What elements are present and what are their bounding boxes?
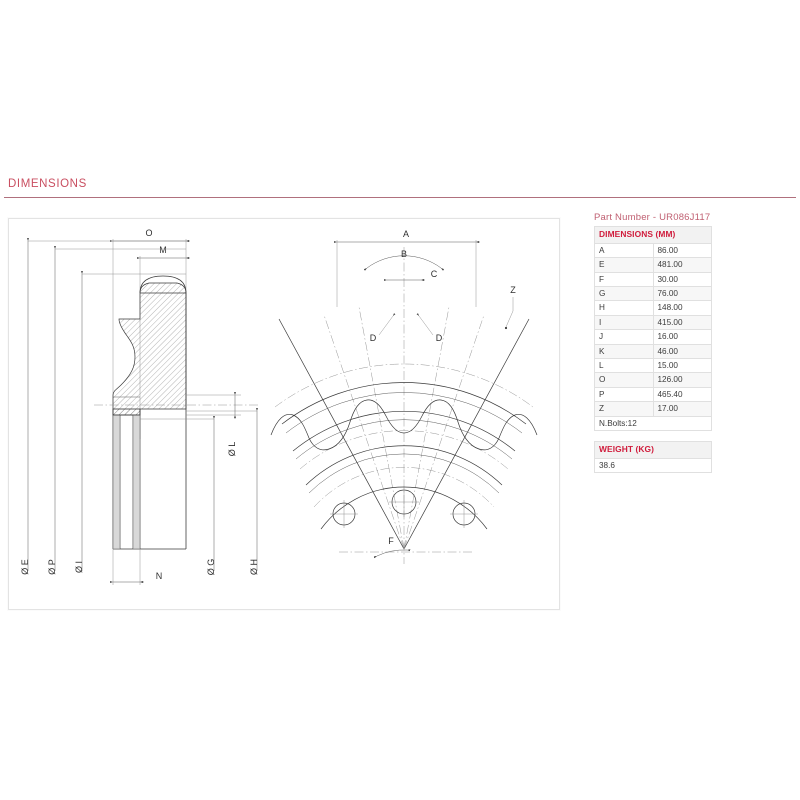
dim-value: 46.00 [652, 343, 712, 360]
dim-dia-h: Ø H [186, 407, 259, 575]
table-row: 38.6 [594, 457, 712, 474]
specifications-area: Part Number - UR086J117 DIMENSIONS (MM) … [594, 212, 714, 474]
dim-dia-g: Ø G [140, 415, 216, 576]
dim-key: O [594, 372, 654, 388]
table-row: L 15.00 [594, 358, 712, 374]
table-row: K 46.00 [594, 343, 712, 360]
table-row: O 126.00 [594, 372, 712, 388]
table-row: J 16.00 [594, 329, 712, 345]
dim-label-z: Z [510, 285, 516, 295]
dim-f: F [373, 536, 411, 559]
dim-z: Z [504, 285, 516, 330]
weight-table: WEIGHT (KG) 38.6 [594, 441, 712, 474]
technical-drawing-panel: O M [8, 218, 560, 610]
sprocket-tooth-profile [270, 399, 538, 451]
dim-value: 17.00 [652, 401, 712, 417]
dim-d-left: D [370, 313, 396, 343]
dim-value: 30.00 [652, 271, 712, 287]
dim-label-dia-p: Ø P [47, 559, 57, 575]
table-row: F 30.00 [594, 271, 712, 287]
table-row: I 415.00 [594, 314, 712, 331]
table-row: G 76.00 [594, 285, 712, 302]
page-title: DIMENSIONS [8, 178, 87, 190]
dim-label-n: N [156, 571, 163, 581]
dim-dia-i: Ø I [74, 270, 186, 573]
dim-label-dia-l: Ø L [227, 442, 237, 457]
dimensions-table-header: DIMENSIONS (MM) [594, 226, 712, 244]
dim-label-o: O [145, 228, 152, 238]
dim-label-dia-g: Ø G [206, 559, 216, 576]
dim-value: 86.00 [652, 242, 712, 259]
dim-key: L [594, 358, 654, 374]
dim-value: 76.00 [652, 285, 712, 302]
table-row: A 86.00 [594, 242, 712, 259]
dim-value: 16.00 [652, 329, 712, 345]
dim-dia-e: Ø E [20, 237, 186, 575]
technical-drawing-svg: O M [20, 228, 538, 585]
dim-key: F [594, 271, 654, 287]
dim-label-f: F [388, 536, 394, 546]
dim-key: J [594, 329, 654, 345]
dim-value: 148.00 [652, 300, 712, 316]
side-body-section [112, 282, 187, 416]
dim-label-d-left: D [370, 333, 377, 343]
dim-key: H [594, 300, 654, 316]
dim-dia-p: Ø P [47, 245, 186, 575]
dim-label-c: C [431, 269, 438, 279]
dim-dia-l: Ø L [186, 391, 241, 457]
sector-sprocket-view: A B C D D [270, 229, 538, 564]
dim-key: A [594, 242, 654, 259]
dim-label-dia-h: Ø H [249, 559, 259, 575]
dim-a: A [333, 229, 480, 307]
dim-c: C [383, 269, 438, 281]
part-number-label: Part Number - UR086J117 [594, 212, 711, 223]
dim-label-a: A [403, 229, 409, 239]
dim-label-d-right: D [436, 333, 443, 343]
dim-value: 15.00 [652, 358, 712, 374]
dim-key: I [594, 314, 654, 331]
table-row-bolts: N.Bolts:12 [594, 415, 712, 432]
table-row: P 465.40 [594, 386, 712, 403]
dim-label-dia-i: Ø I [74, 561, 84, 573]
table-row: H 148.00 [594, 300, 712, 316]
dim-d-right: D [416, 313, 443, 343]
dim-label-dia-e: Ø E [20, 559, 30, 575]
dim-b: B [363, 249, 445, 271]
side-top-cap [139, 275, 187, 294]
table-row: Z 17.00 [594, 401, 712, 417]
dim-key: G [594, 285, 654, 302]
dim-key: Z [594, 401, 654, 417]
dim-value: 415.00 [652, 314, 712, 331]
dim-value: 465.40 [652, 386, 712, 403]
dim-n: N [109, 549, 163, 585]
dimensions-table: DIMENSIONS (MM) A 86.00 E 481.00 F 30.00… [594, 226, 712, 432]
table-row: E 481.00 [594, 257, 712, 273]
side-section-view: O M [20, 228, 259, 585]
dim-key: E [594, 257, 654, 273]
weight-value: 38.6 [594, 457, 712, 474]
dimensions-table-body: A 86.00 E 481.00 F 30.00 G 76.00 H 148 [594, 242, 712, 432]
dim-label-m: M [159, 245, 167, 255]
dim-key: P [594, 386, 654, 403]
dimensions-section-header: DIMENSIONS [0, 178, 800, 204]
header-divider [4, 197, 796, 198]
bolts-value: N.Bolts:12 [594, 415, 712, 432]
dim-key: K [594, 343, 654, 360]
dim-value: 481.00 [652, 257, 712, 273]
weight-table-header: WEIGHT (KG) [594, 441, 712, 459]
bolt-holes [330, 487, 478, 528]
dim-value: 126.00 [652, 372, 712, 388]
dim-label-b: B [401, 249, 407, 259]
